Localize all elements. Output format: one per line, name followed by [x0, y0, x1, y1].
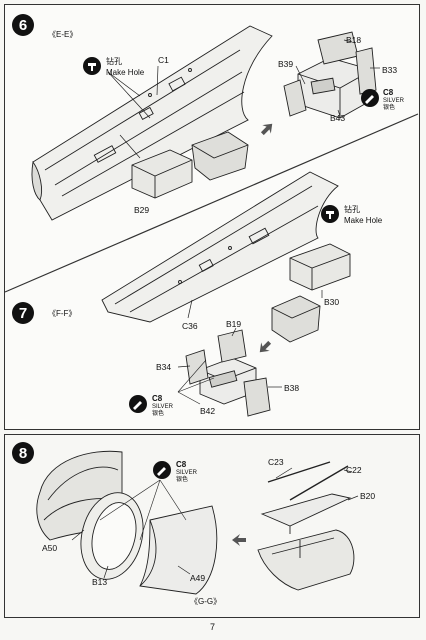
paint-name: SILVER: [383, 98, 404, 104]
part-label-b20: B20: [360, 491, 376, 501]
section-label-e: 《E-E》: [48, 30, 78, 39]
part-label-b18: B18: [346, 35, 362, 45]
part-label-a49: A49: [190, 573, 206, 583]
drill-label-zh: 钻孔: [106, 57, 122, 66]
part-label-b42: B42: [200, 406, 216, 416]
assembly-arrow-6: [260, 123, 273, 136]
part-label-c22: C22: [346, 465, 362, 475]
paint-code: C8: [383, 88, 394, 97]
part-label-b34: B34: [156, 362, 172, 372]
drill-icon: [320, 204, 340, 229]
paint-brush-icon: [152, 460, 172, 485]
paint-brush-icon: [360, 88, 380, 113]
wheel-well-part: [257, 529, 355, 591]
step-number-6: 6: [12, 14, 34, 36]
part-label-c36: C36: [182, 321, 198, 331]
part-label-b13: B13: [92, 577, 108, 587]
part-label-b33: B33: [382, 65, 398, 75]
weight-part-b30: [271, 243, 351, 343]
bay-assembly-b42: [185, 329, 271, 417]
part-label-b30: B30: [324, 297, 340, 307]
paint-name: SILVER: [152, 404, 173, 410]
assembly-arrow-8: [232, 534, 246, 546]
section-label-f: 《F-F》: [48, 309, 77, 318]
step-number-8: 8: [12, 442, 34, 464]
part-label-b29: B29: [134, 205, 150, 215]
rod-parts-c22-c23: [267, 461, 349, 501]
part-label-a50: A50: [42, 543, 58, 553]
paint-zh: 银色: [176, 477, 189, 483]
weight-part-b29: [131, 131, 249, 199]
section-label-g: 《G-G》: [190, 597, 222, 606]
fuselage-part-a49: [139, 505, 218, 595]
drill-label-en: Make Hole: [106, 68, 145, 77]
drill-label-en: Make Hole: [344, 216, 383, 225]
part-label-c23: C23: [268, 457, 284, 467]
paint-code: C8: [176, 460, 187, 469]
assembly-arrow-7: [259, 340, 272, 353]
drill-icon: [82, 56, 102, 81]
wing-part-c1: [31, 25, 273, 221]
drill-label-zh: 钻孔: [344, 205, 360, 214]
part-label-b43: B43: [330, 113, 346, 123]
paint-brush-icon: [128, 394, 148, 419]
part-label-b19: B19: [226, 319, 242, 329]
step-number-7: 7: [12, 302, 34, 324]
bulkhead-part-b13: [80, 492, 144, 580]
step-8-panel: [4, 434, 420, 618]
part-label-c1: C1: [158, 55, 169, 65]
wing-part-c36: [101, 171, 339, 323]
paint-name: SILVER: [176, 470, 197, 476]
part-label-b39: B39: [278, 59, 294, 69]
paint-zh: 银色: [152, 411, 165, 417]
paint-code: C8: [152, 394, 163, 403]
paint-zh: 银色: [383, 105, 396, 111]
page-number: 7: [210, 622, 216, 632]
bay-assembly-b43: [283, 31, 377, 119]
bracket-part-b20: [260, 493, 352, 534]
part-label-b38: B38: [284, 383, 300, 393]
